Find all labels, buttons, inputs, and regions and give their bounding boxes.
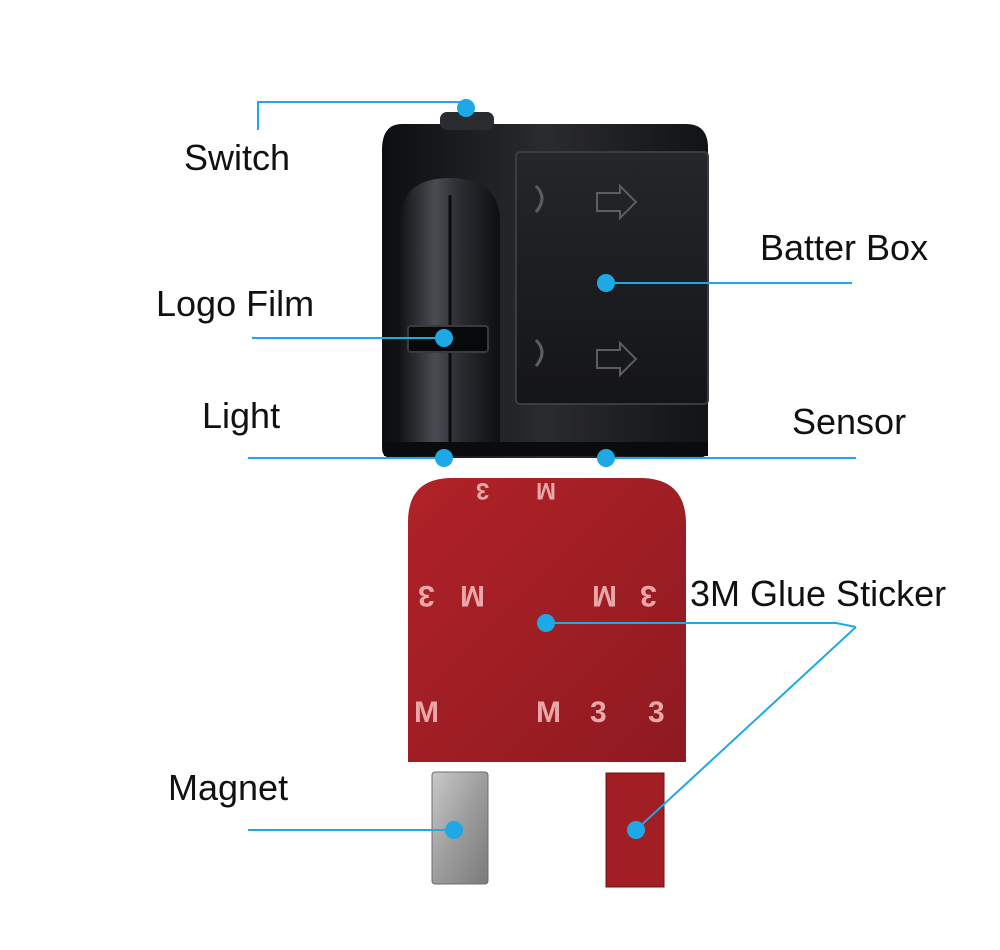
projector-device — [382, 112, 709, 458]
callout-dot-glue-sticker — [537, 614, 555, 632]
label-sensor: Sensor — [792, 401, 907, 442]
callout-dot-switch — [457, 99, 475, 117]
label-glue-sticker: 3M Glue Sticker — [690, 573, 947, 614]
lid-tab-top — [534, 184, 544, 213]
label-battery-box: Batter Box — [760, 227, 929, 268]
callout-line-glue-sticker-small — [635, 626, 857, 831]
callout-dot-logo-film — [435, 329, 453, 347]
sticker-mark-row2-m-left: M — [414, 696, 439, 729]
switch-nub — [440, 112, 494, 130]
callout-lines — [248, 101, 857, 831]
small-glue-sticker — [605, 772, 665, 888]
callout-dot-glue-sticker-small — [627, 821, 645, 839]
label-light: Light — [202, 395, 281, 436]
label-logo-film: Logo Film — [156, 283, 315, 324]
callout-dot-sensor — [597, 449, 615, 467]
sticker-mark-row1-3-left: 3 — [418, 579, 435, 612]
device-base — [384, 442, 708, 456]
callout-dot-battery-box — [597, 274, 615, 292]
sticker-mark-row2-3-right: 3 — [648, 696, 665, 729]
lid-arrow-top — [596, 183, 638, 221]
sticker-mark-top-3: 3 — [476, 477, 490, 504]
sticker-mark-row1-m-right: M — [592, 579, 617, 612]
lid-arrow-bottom — [596, 340, 638, 378]
label-switch: Switch — [184, 137, 291, 178]
callout-dot-magnet — [445, 821, 463, 839]
callout-dots — [435, 99, 645, 839]
sticker-mark-row2-m-mid: M — [536, 696, 561, 729]
lid-tab-bottom — [534, 338, 544, 367]
sticker-mark-row1-m-left: M — [460, 579, 485, 612]
label-magnet: Magnet — [168, 767, 289, 808]
sticker-mark-row1-3-right: 3 — [640, 579, 657, 612]
sticker-mark-row2-3-mid: 3 — [590, 696, 607, 729]
sticker-mark-top-m: M — [536, 477, 556, 504]
callout-dot-light — [435, 449, 453, 467]
callout-line-glue-sticker — [546, 622, 857, 628]
